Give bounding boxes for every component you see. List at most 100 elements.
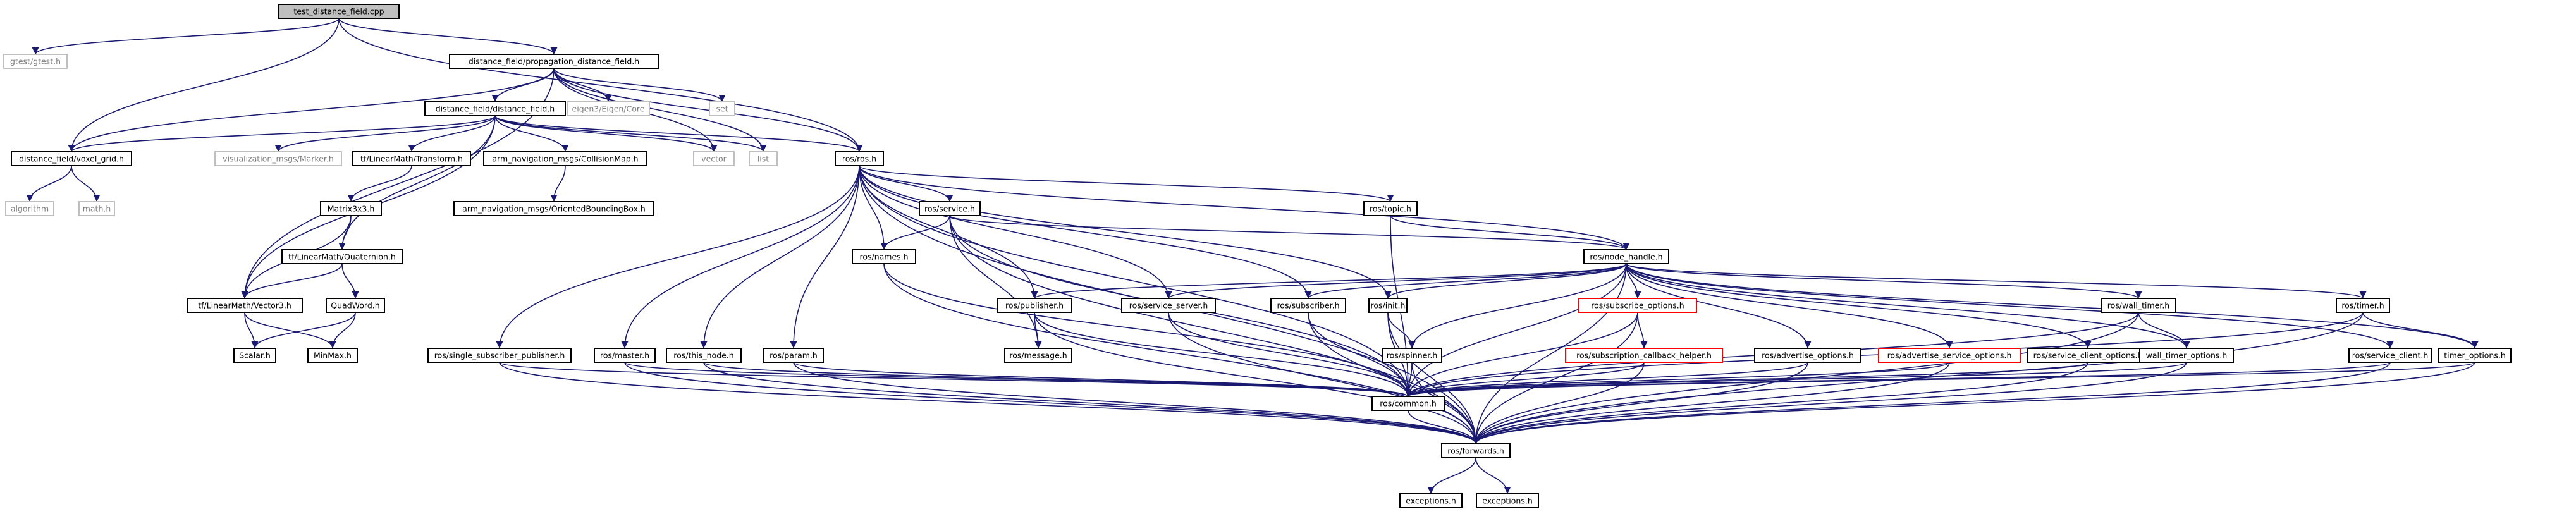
file-node-service-client[interactable]: ros/service_client.h — [2348, 348, 2432, 363]
node-label: QuadWord.h — [331, 301, 379, 310]
include-edge — [71, 165, 101, 202]
include-edge — [1404, 362, 1645, 397]
file-node-quadword[interactable]: QuadWord.h — [326, 298, 385, 313]
file-node-scalar[interactable]: Scalar.h — [233, 348, 276, 363]
node-label: distance_field/voxel_grid.h — [19, 154, 124, 164]
file-node-quaternion[interactable]: tf/LinearMath/Quaternion.h — [281, 249, 403, 264]
file-node-algorithm: algorithm — [5, 201, 54, 216]
node-label: timer_options.h — [2444, 351, 2506, 360]
node-box — [427, 348, 572, 363]
include-edge — [1472, 362, 2187, 444]
file-node-param[interactable]: ros/param.h — [763, 348, 824, 363]
file-node-spinner[interactable]: ros/spinner.h — [1382, 348, 1442, 363]
file-node-master[interactable]: ros/master.h — [594, 348, 656, 363]
node-box — [1476, 493, 1539, 508]
file-node-service-client-options[interactable]: ros/service_client_options.h — [2027, 348, 2149, 363]
node-label: tf/LinearMath/Vector3.h — [198, 301, 291, 310]
node-label: ros/names.h — [859, 252, 908, 262]
include-edge — [2362, 312, 2479, 349]
include-edge — [241, 263, 343, 299]
node-label: ros/master.h — [600, 351, 649, 360]
include-edge — [496, 165, 860, 349]
file-node-subscriber[interactable]: ros/subscriber.h — [1270, 298, 1346, 313]
file-node-advertise-options[interactable]: ros/advertise_options.h — [1754, 348, 1861, 363]
include-edge — [1034, 312, 1412, 397]
include-edge — [1472, 312, 2139, 444]
include-edge — [790, 165, 860, 349]
file-node-wall-timer[interactable]: ros/wall_timer.h — [2101, 298, 2176, 313]
node-box — [709, 101, 735, 116]
include-edge — [883, 263, 1412, 397]
node-label: exceptions.h — [1406, 496, 1456, 506]
include-edge — [408, 115, 496, 152]
file-node-subscribe-options[interactable]: ros/subscribe_options.h — [1578, 298, 1697, 313]
file-node-advertise-service-options[interactable]: ros/advertise_service_options.h — [1878, 348, 2021, 363]
node-label: Matrix3x3.h — [328, 204, 375, 214]
include-edge — [1626, 263, 1812, 349]
file-node-service-server[interactable]: ros/service_server.h — [1121, 298, 1216, 313]
file-node-this-node[interactable]: ros/this_node.h — [666, 348, 742, 363]
node-box — [2336, 298, 2390, 313]
include-edge — [494, 115, 767, 152]
file-node-service[interactable]: ros/service.h — [919, 201, 981, 216]
node-label: ros/service.h — [924, 204, 975, 214]
include-edge — [859, 165, 954, 202]
node-label: ros/subscription_callback_helper.h — [1576, 351, 1712, 360]
file-node-common[interactable]: ros/common.h — [1371, 396, 1445, 411]
file-node-obb[interactable]: arm_navigation_msgs/OrientedBoundingBox.… — [453, 201, 654, 216]
file-node-voxel-grid[interactable]: distance_field/voxel_grid.h — [11, 151, 132, 166]
node-label: eigen3/Eigen/Core — [572, 104, 645, 114]
node-label: ros/single_subscriber_publisher.h — [434, 351, 565, 360]
node-label: test_distance_field.cpp — [293, 7, 384, 16]
include-edge — [793, 362, 1412, 397]
node-box — [594, 348, 656, 363]
file-node-names[interactable]: ros/names.h — [852, 249, 916, 264]
file-node-wall-timer-options[interactable]: wall_timer_options.h — [2139, 348, 2234, 363]
node-box — [1878, 348, 2021, 363]
include-edge — [338, 18, 863, 152]
file-node-publisher[interactable]: ros/publisher.h — [997, 298, 1072, 313]
include-edge — [1387, 312, 1480, 444]
include-edge — [347, 165, 412, 202]
node-box — [307, 348, 358, 363]
node-box — [453, 201, 654, 216]
file-node-exceptions1[interactable]: exceptions.h — [1399, 493, 1463, 508]
file-node-init[interactable]: ros/init.h — [1368, 298, 1408, 313]
file-node-timer[interactable]: ros/timer.h — [2336, 298, 2390, 313]
file-node-propagation[interactable]: distance_field/propagation_distance_fiel… — [449, 54, 659, 69]
file-node-ros-ros[interactable]: ros/ros.h — [835, 151, 884, 166]
include-edge — [700, 165, 860, 349]
file-node-minmax[interactable]: MinMax.h — [307, 348, 358, 363]
node-box — [1578, 298, 1697, 313]
file-node-transform[interactable]: tf/LinearMath/Transform.h — [352, 151, 471, 166]
include-edge — [1408, 263, 1627, 349]
file-node-eigen: eigen3/Eigen/Core — [567, 101, 650, 116]
include-edge — [2138, 312, 2190, 349]
include-edge — [880, 215, 950, 250]
file-node-vector3[interactable]: tf/LinearMath/Vector3.h — [187, 298, 303, 313]
file-node-exceptions2[interactable]: exceptions.h — [1476, 493, 1539, 508]
node-label: exceptions.h — [1482, 496, 1533, 506]
file-node-node-handle[interactable]: ros/node_handle.h — [1583, 249, 1669, 264]
file-node-topic[interactable]: ros/topic.h — [1363, 201, 1418, 216]
file-node-sub-callback-helper[interactable]: ros/subscription_callback_helper.h — [1565, 348, 1723, 363]
node-box — [1565, 348, 1723, 363]
include-edge — [1168, 312, 1412, 397]
file-node-forwards[interactable]: ros/forwards.h — [1441, 443, 1511, 458]
node-box — [1363, 201, 1418, 216]
include-edge — [1405, 362, 2391, 397]
file-node-message[interactable]: ros/message.h — [1004, 348, 1072, 363]
node-box — [352, 151, 471, 166]
node-box — [78, 201, 115, 216]
node-label: arm_navigation_msgs/OrientedBoundingBox.… — [462, 204, 646, 214]
node-label: tf/LinearMath/Quaternion.h — [288, 252, 396, 262]
node-label: tf/LinearMath/Transform.h — [360, 154, 463, 164]
file-node-matrix3x3[interactable]: Matrix3x3.h — [320, 201, 382, 216]
file-node-collision-map[interactable]: arm_navigation_msgs/CollisionMap.h — [483, 151, 647, 166]
file-node-single-sub-pub[interactable]: ros/single_subscriber_publisher.h — [427, 348, 572, 363]
node-box — [1583, 249, 1669, 264]
node-box — [11, 151, 132, 166]
file-node-distance-field-h[interactable]: distance_field/distance_field.h — [424, 101, 566, 116]
file-node-timer-options[interactable]: timer_options.h — [2438, 348, 2512, 363]
file-node-test-distance-field[interactable]: test_distance_field.cpp — [278, 4, 400, 19]
